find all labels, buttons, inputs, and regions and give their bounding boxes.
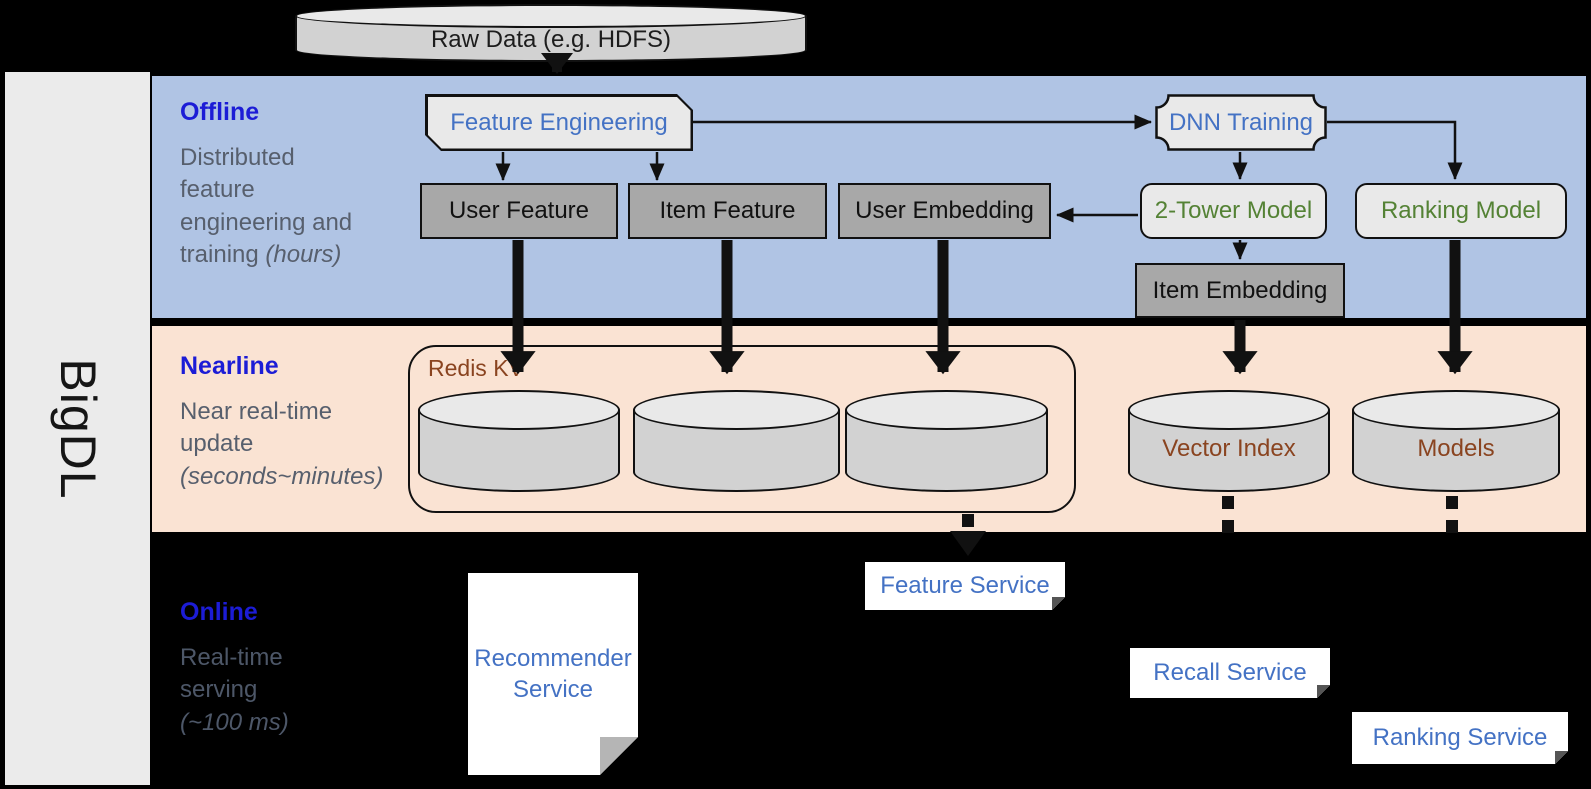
cylinder-top [845,390,1048,430]
cylinder-top [633,390,840,430]
user-embedding-label: User Embedding [855,197,1034,224]
user-feature-label: User Feature [448,197,590,224]
node-ranking-model: Ranking Model [1355,183,1567,239]
node-dnn-training: DNN Training [1155,94,1327,151]
offline-subtitle-note: (hours) [265,241,342,269]
bigdl-sidebar: BigDL [5,72,150,785]
cylinder-top [295,4,807,28]
nearline-title: Nearline [180,352,279,380]
models-label: Models [1417,434,1495,462]
node-feature-engineering: Feature Engineering [425,94,693,151]
plaque-shape [1155,94,1327,151]
nearline-subtitle-text: Near real-time update [180,398,333,458]
ranking-service-label: Ranking Service [1372,724,1548,752]
ranking-model-label: Ranking Model [1380,197,1542,224]
feature-service-box: Feature Service [865,562,1065,610]
cylinder-top [1352,390,1560,430]
online-subtitle-text: Real-time serving [180,644,283,704]
two-tower-model-label: 2-Tower Model [1154,197,1313,224]
online-title: Online [180,598,258,626]
cylinder-top [418,390,620,430]
node-item-embedding: Item Embedding [1135,263,1345,318]
vector-index-label: Vector Index [1162,434,1296,462]
dnn-training-label: DNN Training [1168,108,1314,136]
redis-kv-label: Redis KV [428,355,524,381]
feature-service-label: Feature Service [880,572,1050,600]
offline-title: Offline [180,98,260,126]
nearline-subtitle: Near real-time update (seconds~minutes) [180,396,384,493]
kv-store-1 [418,390,620,492]
raw-data-label: Raw Data (e.g. HDFS) [430,26,672,54]
recommender-service-doc: Recommender Service [468,573,638,775]
online-subtitle-note: (~100 ms) [180,708,289,736]
node-two-tower-model: 2-Tower Model [1140,183,1327,239]
offline-subtitle: Distributed feature engineering and trai… [180,142,360,272]
offline-subtitle-text: Distributed feature engineering and trai… [180,144,353,269]
node-item-feature: Item Feature [628,183,827,239]
raw-data-store: Raw Data (e.g. HDFS) [295,4,807,62]
nearline-subtitle-note: (seconds~minutes) [180,462,384,490]
node-user-feature: User Feature [420,183,618,239]
recall-service-label: Recall Service [1153,659,1307,687]
kv-store-3 [845,390,1048,492]
item-feature-label: Item Feature [659,197,796,224]
models-store: Models [1352,390,1560,492]
online-subtitle: Real-time serving (~100 ms) [180,642,295,739]
ranking-service-box: Ranking Service [1352,712,1568,764]
recall-service-box: Recall Service [1130,648,1330,698]
node-user-embedding: User Embedding [838,183,1051,239]
bigdl-label: BigDL [49,357,106,500]
vector-index-store: Vector Index [1128,390,1330,492]
kv-store-2 [633,390,840,492]
recommender-service-label: Recommender Service [474,644,632,703]
item-embedding-label: Item Embedding [1152,276,1328,304]
feature-engineering-label: Feature Engineering [428,97,691,149]
cylinder-top [1128,390,1330,430]
